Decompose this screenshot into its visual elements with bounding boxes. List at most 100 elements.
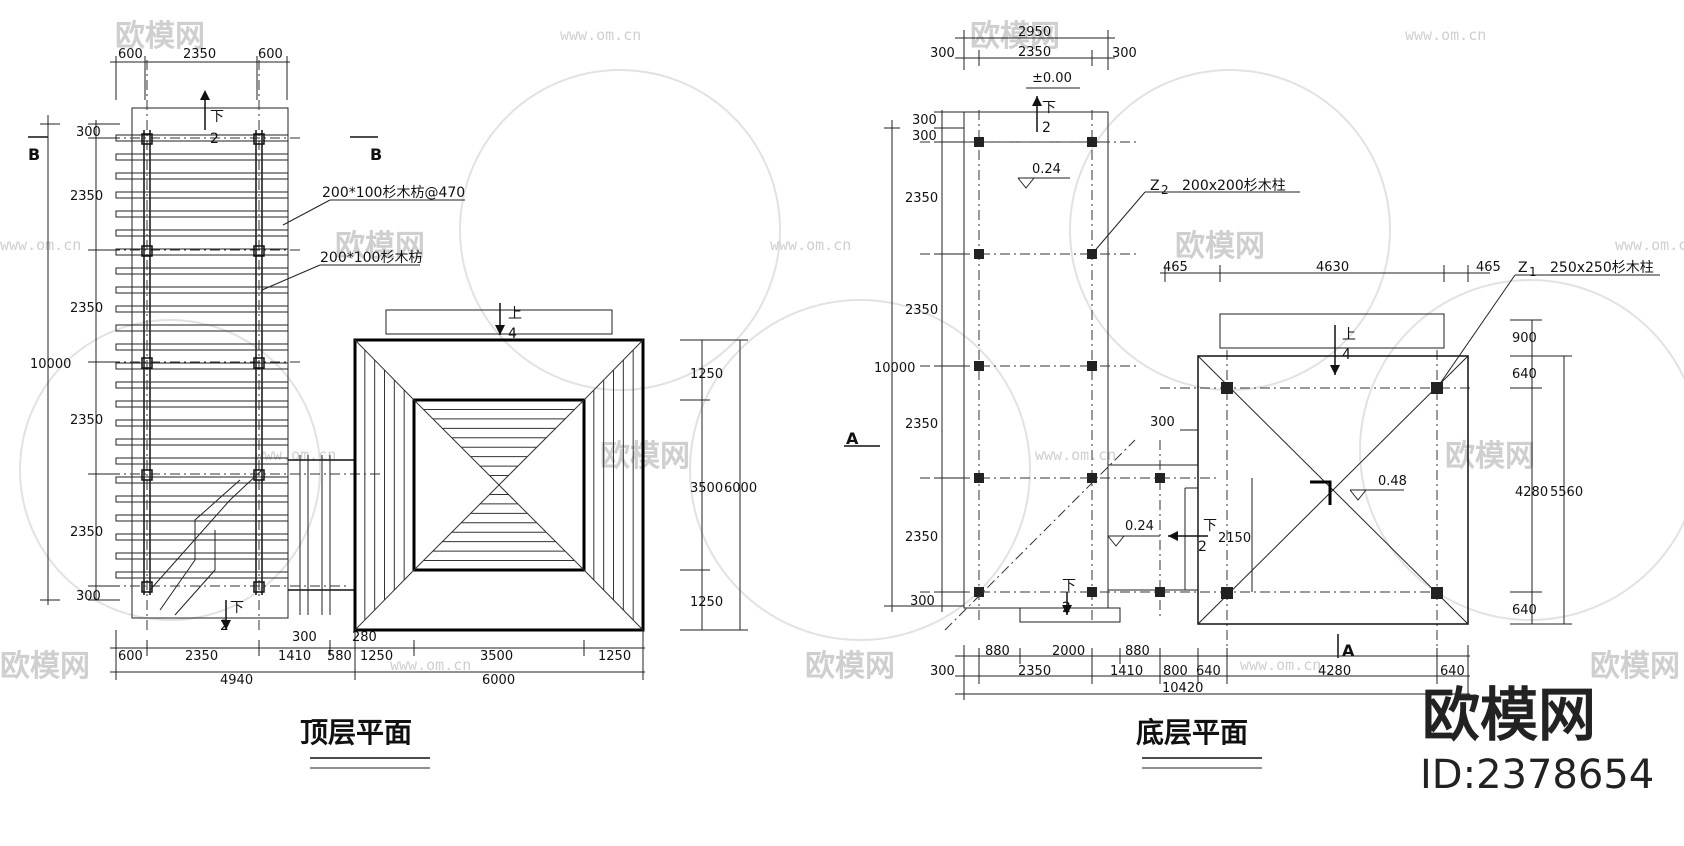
dim-label: 2150 xyxy=(1218,531,1251,546)
roof-line xyxy=(413,484,500,571)
joist xyxy=(115,571,289,579)
joist xyxy=(115,362,289,370)
watermark-text: 欧模网 xyxy=(970,19,1060,54)
stair-down-num: 2 xyxy=(1042,120,1051,136)
watermark-text: 欧模网 xyxy=(1175,229,1265,264)
dim-label: 2000 xyxy=(1052,644,1085,659)
joist xyxy=(115,229,289,237)
dim-label: 4280 xyxy=(1515,485,1548,500)
dim-label: 6000 xyxy=(482,673,515,688)
joist xyxy=(115,153,289,161)
stair-up-label: 上 xyxy=(1342,327,1356,343)
dim-label: 300 xyxy=(76,589,101,604)
watermark-layer: 欧模网 www.om.cn 欧模网 www.om.cn www.om.cn 欧模… xyxy=(0,19,1684,684)
dim-label: 300 xyxy=(1112,46,1137,61)
watermark-text: 欧模网 xyxy=(1445,439,1535,474)
joist xyxy=(115,476,289,484)
joist xyxy=(115,533,289,541)
dim-label: 1250 xyxy=(598,649,631,664)
dim-label: 880 xyxy=(1125,644,1150,659)
column-desc: 200x200杉木柱 xyxy=(1182,178,1286,194)
dim-label: 10420 xyxy=(1162,681,1203,696)
watermark-url: www.om.cn xyxy=(0,236,81,254)
dim-label: 300 xyxy=(1150,415,1175,430)
dim-label: 280 xyxy=(352,630,377,645)
section-mark: A xyxy=(846,429,859,448)
dim-label: 5560 xyxy=(1550,485,1583,500)
column-tag-sub: 2 xyxy=(1161,183,1169,197)
roof-hatch xyxy=(354,339,644,631)
dim-label: 800 xyxy=(1163,664,1188,679)
level-label: ±0.00 xyxy=(1032,71,1072,86)
stair-down-num: 2 xyxy=(1062,600,1071,616)
dim-label: 1410 xyxy=(1110,664,1143,679)
dim-label: 880 xyxy=(985,644,1010,659)
dim-label: 1250 xyxy=(690,367,723,382)
joist xyxy=(115,400,289,408)
column-tag: Z xyxy=(1150,178,1160,194)
dim-label: 2350 xyxy=(70,413,103,428)
watermark-text: 欧模网 xyxy=(805,649,895,684)
dim-label: 900 xyxy=(1512,331,1537,346)
roof-line xyxy=(498,484,585,571)
dim-label: 10000 xyxy=(874,361,915,376)
dim-label: 300 xyxy=(912,113,937,128)
joist xyxy=(115,172,289,180)
dim-label: 2350 xyxy=(905,191,938,206)
level-label: 0.48 xyxy=(1378,474,1407,489)
stair-up-label: 上 xyxy=(508,306,522,322)
dim-label: 300 xyxy=(912,129,937,144)
dim-label: 2350 xyxy=(183,47,216,62)
roof-line xyxy=(413,399,500,486)
dim-label: 2350 xyxy=(185,649,218,664)
dim-label: 1410 xyxy=(278,649,311,664)
joist xyxy=(115,191,289,199)
joist xyxy=(115,267,289,275)
section-mark: B xyxy=(370,145,382,164)
dim-label: 3500 xyxy=(480,649,513,664)
joist xyxy=(115,248,289,256)
joist-group xyxy=(115,134,289,579)
dim-label: 600 xyxy=(258,47,283,62)
joist xyxy=(115,286,289,294)
dim-label: 1250 xyxy=(690,595,723,610)
watermark-url: www.om.cn xyxy=(1405,26,1486,44)
note-beam: 200*100杉木枋 xyxy=(320,250,422,266)
dim-label: 600 xyxy=(118,649,143,664)
dim-label: 300 xyxy=(910,594,935,609)
joist xyxy=(115,419,289,427)
dim-label: 640 xyxy=(1440,664,1465,679)
watermark-text: 欧模网 xyxy=(600,439,690,474)
dim-label: 4630 xyxy=(1316,260,1349,275)
dim-label: 6000 xyxy=(724,481,757,496)
dim-label: 3500 xyxy=(690,481,723,496)
top-floor-plan: 下 2 下 2 上 4 B B 200*100杉木枋@470 200*100杉木… xyxy=(28,47,757,769)
dim-label: 2350 xyxy=(905,530,938,545)
note-joist: 200*100杉木枋@470 xyxy=(322,185,465,201)
watermark-url: www.om.cn xyxy=(560,26,641,44)
dim-label: 2350 xyxy=(70,189,103,204)
brand-id: ID:2378654 xyxy=(1420,752,1654,798)
joist xyxy=(115,495,289,503)
dim-label: 2350 xyxy=(905,303,938,318)
dim-label: 640 xyxy=(1196,664,1221,679)
brand-logo: 欧模网 xyxy=(1422,681,1596,749)
watermark-text: 欧模网 xyxy=(0,649,90,684)
watermark-text: 欧模网 xyxy=(115,19,205,54)
dim-label: 300 xyxy=(930,664,955,679)
dim-label: 2350 xyxy=(1018,664,1051,679)
dim-label: 2350 xyxy=(70,525,103,540)
dim-label: 4280 xyxy=(1318,664,1351,679)
dim-label: 580 xyxy=(327,649,352,664)
dim-label: 2350 xyxy=(70,301,103,316)
joist xyxy=(115,381,289,389)
joist xyxy=(115,305,289,313)
dim-label: 4940 xyxy=(220,673,253,688)
level-label: 0.24 xyxy=(1032,162,1061,177)
watermark-url: www.om.cn xyxy=(255,446,336,464)
joist xyxy=(115,210,289,218)
dim-label: 2350 xyxy=(905,417,938,432)
joist xyxy=(115,457,289,465)
watermark-url: www.om.cn xyxy=(1615,236,1684,254)
